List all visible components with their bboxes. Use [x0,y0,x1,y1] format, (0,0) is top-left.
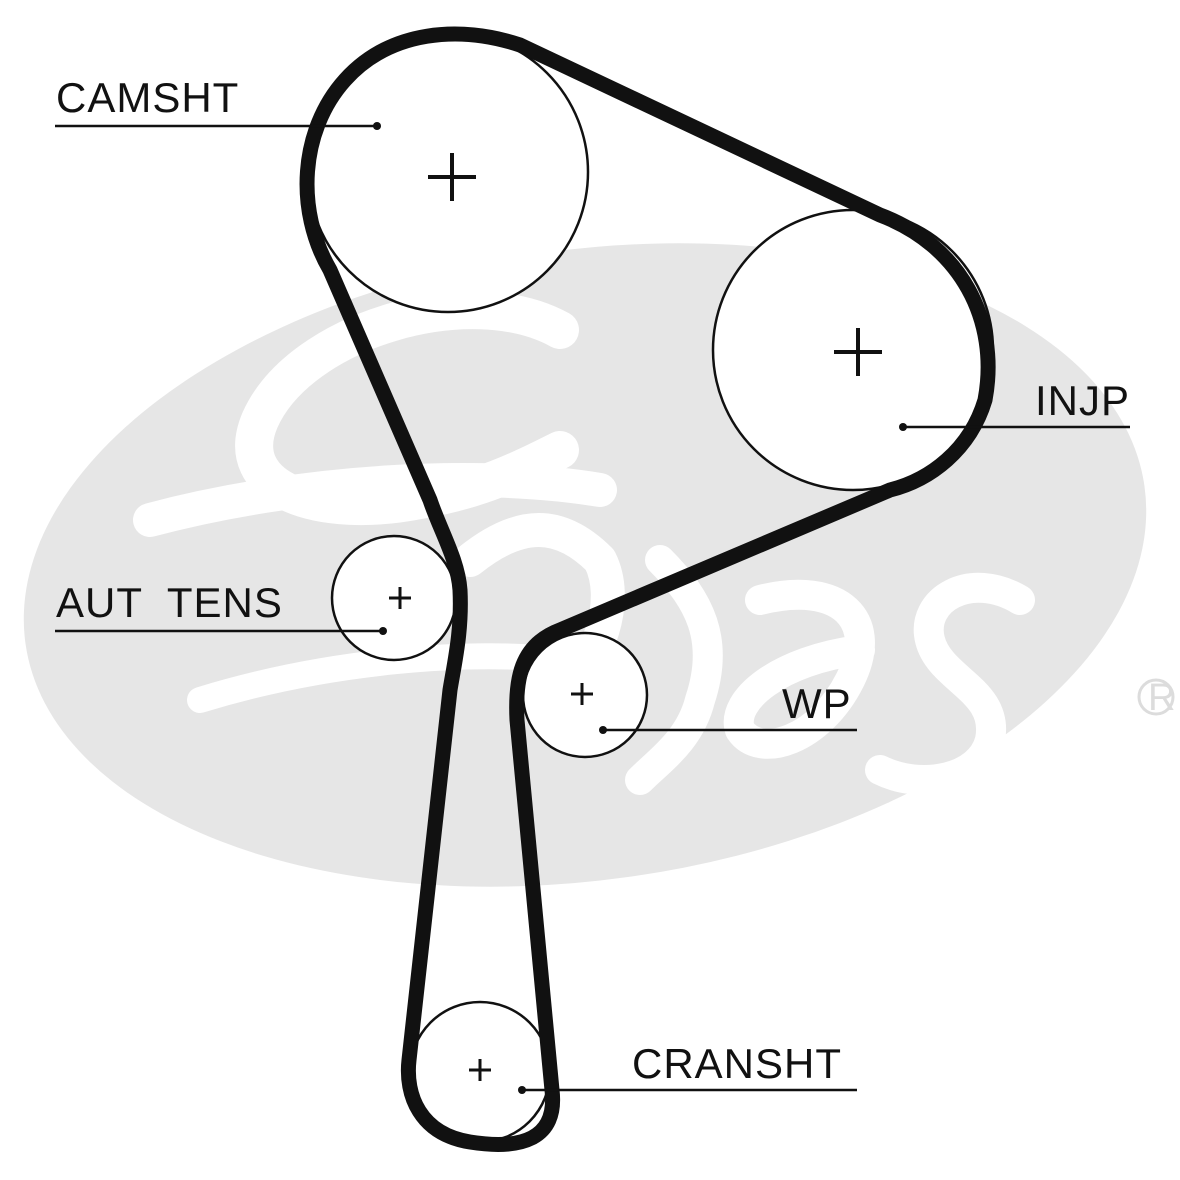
crankshaft-label: CRANSHT [632,1040,842,1087]
crankshaft-leader [518,1086,857,1094]
auto-tensioner-center-mark [389,587,411,609]
auto-tensioner-leader [55,627,387,635]
registered-mark-circle [1137,678,1175,716]
injection-pump-leader [899,423,1130,431]
camshaft-label: CAMSHT [56,74,239,121]
water-pump-leader [599,726,857,734]
injection-pump-center-mark [834,328,882,376]
registered-mark: R [1148,677,1175,719]
injection-pump-label: INJP [1035,377,1130,424]
auto-tensioner-label: AUT TENS [56,579,283,626]
camshaft-center-mark [428,153,476,201]
water-pump-center-mark [571,683,593,705]
gates-watermark-logo: R [23,243,1175,887]
crankshaft-center-mark [469,1059,491,1081]
camshaft-leader [55,122,381,130]
timing-belt [299,26,996,1152]
water-pump-label: WP [782,680,852,727]
